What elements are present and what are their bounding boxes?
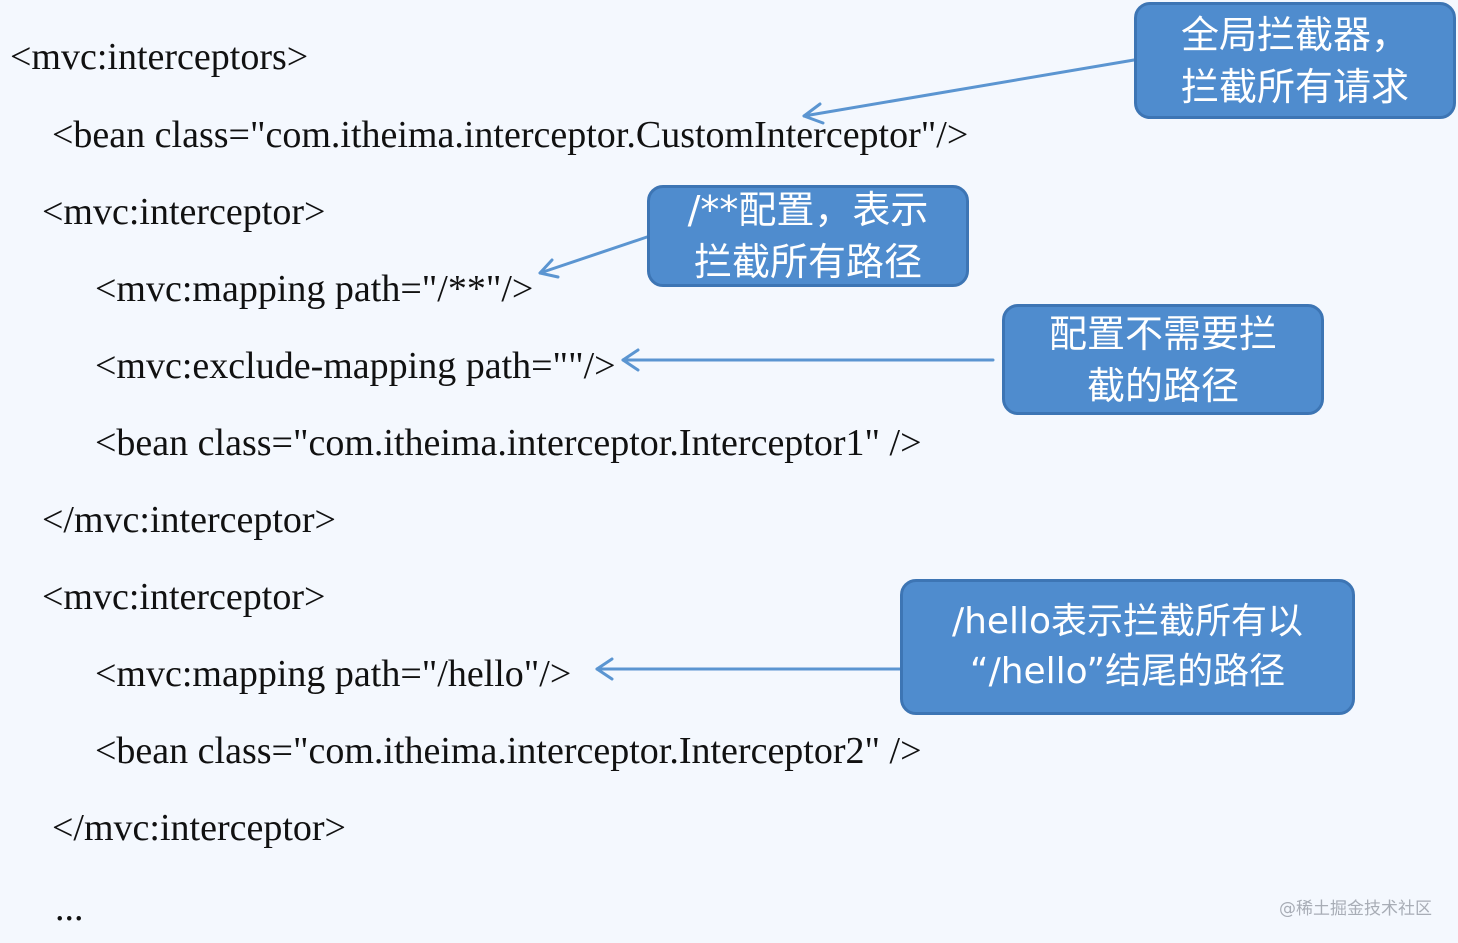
callout-hello-line2: “/hello”结尾的路径 xyxy=(969,651,1286,692)
arrowhead-hello xyxy=(595,657,614,681)
code-line-mapping-all: <mvc:mapping path="/**"/> xyxy=(95,268,534,310)
arrowhead-exclude xyxy=(621,348,640,372)
callout-all-paths-line2: 拦截所有路径 xyxy=(693,240,922,284)
callout-global-line2: 拦截所有请求 xyxy=(1180,64,1409,109)
code-line-interceptors-open: <mvc:interceptors> xyxy=(10,36,309,78)
callout-hello-path: /hello表示拦截所有以 “/hello”结尾的路径 xyxy=(900,579,1355,715)
callout-exclude-paths: 配置不需要拦 截的路径 xyxy=(1002,304,1324,415)
code-line-interceptor-close-2: </mvc:interceptor> xyxy=(52,807,346,849)
code-line-interceptor-open-2: <mvc:interceptor> xyxy=(42,576,326,618)
arrow-global xyxy=(802,58,1136,118)
code-line-custom-interceptor-bean: <bean class="com.itheima.interceptor.Cus… xyxy=(52,114,969,156)
code-line-interceptor1-bean: <bean class="com.itheima.interceptor.Int… xyxy=(95,422,922,464)
callout-exclude-line1: 配置不需要拦 xyxy=(1048,311,1277,356)
code-line-exclude-mapping: <mvc:exclude-mapping path=""/> xyxy=(95,345,616,387)
callout-all-paths: /**配置，表示 拦截所有路径 xyxy=(647,185,969,287)
code-line-interceptor-open-1: <mvc:interceptor> xyxy=(42,191,326,233)
callout-exclude-line2: 截的路径 xyxy=(1086,363,1239,408)
code-line-interceptor-close-1: </mvc:interceptor> xyxy=(42,499,336,541)
callout-hello-line1: /hello表示拦截所有以 xyxy=(951,601,1304,642)
callout-global-line1: 全局拦截器， xyxy=(1180,12,1409,57)
arrowhead-all-paths xyxy=(538,258,560,279)
code-line-ellipsis: ... xyxy=(55,887,84,929)
code-line-mapping-hello: <mvc:mapping path="/hello"/> xyxy=(95,653,572,695)
arrow-all-paths xyxy=(538,235,649,275)
code-line-interceptor2-bean: <bean class="com.itheima.interceptor.Int… xyxy=(95,730,922,772)
callout-global-interceptor: 全局拦截器， 拦截所有请求 xyxy=(1134,2,1456,119)
callout-all-paths-line1: /**配置，表示 xyxy=(687,188,929,232)
watermark: @稀土掘金技术社区 xyxy=(1279,899,1432,919)
